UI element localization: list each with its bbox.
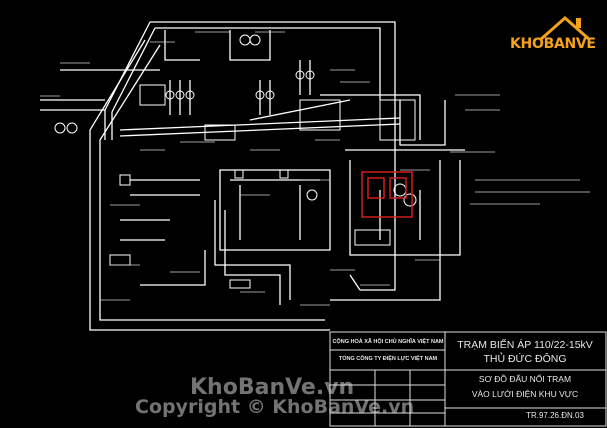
org-line1: CỘNG HOÀ XÃ HỘI CHỦ NGHĨA VIỆT NAM [332,338,444,345]
subtitle-line1: SƠ ĐỒ ĐẤU NỐI TRẠM [478,374,572,385]
title-block: CỘNG HOÀ XÃ HỘI CHỦ NGHĨA VIỆT NAM TỔNG … [330,332,606,426]
label-blocks [40,31,590,306]
logo-text: KHOBANVE [510,36,596,52]
drawing-number: TR.97.26.ĐN.03 [526,411,584,421]
watermark-copyright: Copyright © KhoBanVe.vn [135,396,415,418]
main-wiring [40,21,465,331]
title-line2: THỦ ĐỨC ĐÔNG [483,352,567,365]
khobanve-logo: KHOBANVE [510,12,600,64]
highlighted-panel [361,171,413,218]
title-line1: TRẠM BIẾN ÁP 110/22-15kV [457,338,593,351]
watermark-main: KhoBanVe.vn [190,375,355,400]
title-block-frame [329,331,607,427]
org-line2: TỔNG CÔNG TY ĐIỆN LỰC VIỆT NAM [338,355,438,362]
subtitle-line2: VÀO LƯỚI ĐIỆN KHU VỰC [471,389,579,400]
house-icon [539,16,591,42]
